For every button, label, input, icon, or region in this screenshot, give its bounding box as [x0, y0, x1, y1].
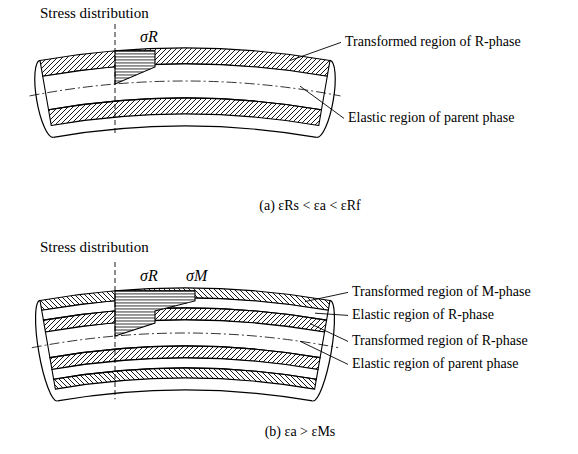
- transformed-band: [54, 368, 317, 389]
- stress-hatch: [115, 74, 136, 75]
- leader-line: [300, 86, 344, 118]
- stress-symbol: σM: [186, 266, 207, 285]
- stress-hatch: [115, 62, 155, 63]
- stress-hatch: [115, 59, 155, 60]
- stress-hatch: [115, 333, 124, 334]
- leader-line: [305, 292, 348, 301]
- center-line: [30, 81, 341, 96]
- stress-hatch: [115, 290, 195, 291]
- rod-silhouette: [57, 390, 312, 401]
- stress-axis: [115, 262, 116, 399]
- stress-axis: [115, 24, 116, 135]
- stress-area: [115, 291, 195, 336]
- stress-hatch: [115, 324, 152, 325]
- region-label: Elastic region of R-phase: [352, 307, 494, 324]
- leader-line: [300, 341, 348, 364]
- stress-hatch: [115, 311, 155, 312]
- leader-line: [315, 313, 348, 315]
- stress-hatch: [115, 305, 175, 306]
- stress-hatch: [115, 317, 155, 318]
- stress-distribution: [115, 262, 195, 399]
- stress-hatch: [115, 293, 195, 294]
- stress-hatch: [115, 56, 155, 57]
- rod-silhouette: [53, 126, 316, 137]
- caption: (b) εa > εMs: [265, 424, 336, 441]
- stress-hatch: [115, 80, 122, 81]
- stress-hatch: [115, 50, 155, 51]
- stress-hatch: [115, 314, 155, 315]
- stress-area: [115, 51, 155, 84]
- section-heading: Stress distribution: [40, 238, 149, 256]
- stress-hatch: [115, 296, 195, 297]
- region-label: Elastic region of parent phase: [352, 356, 518, 373]
- stress-hatch: [115, 77, 129, 78]
- caption: (a) εRs < εa < εRf: [259, 198, 360, 215]
- leader-line: [290, 42, 341, 60]
- leader-line: [310, 324, 348, 342]
- stress-hatch: [115, 65, 155, 66]
- stress-hatch: [115, 308, 163, 309]
- center-line: [32, 333, 338, 348]
- stress-hatch: [115, 330, 133, 331]
- region-label: Transformed region of R-phase: [352, 333, 528, 350]
- stress-hatch: [115, 299, 195, 300]
- stress-hatch: [115, 302, 187, 303]
- region-label: Elastic region of parent phase: [348, 110, 514, 127]
- stress-hatch: [115, 68, 150, 69]
- stress-hatch: [115, 320, 155, 321]
- section-heading: Stress distribution: [40, 4, 149, 22]
- stress-hatch: [115, 53, 155, 54]
- region-label: Transformed region of R-phase: [345, 34, 521, 51]
- stress-hatch: [115, 327, 143, 328]
- transformed-band: [49, 98, 322, 125]
- bent-rod: [32, 262, 338, 401]
- stress-symbol: σR: [140, 266, 158, 285]
- bent-rod: [30, 24, 341, 137]
- stress-hatch: [115, 71, 143, 72]
- stress-symbol: σR: [140, 27, 158, 46]
- region-label: Transformed region of M-phase: [352, 284, 531, 301]
